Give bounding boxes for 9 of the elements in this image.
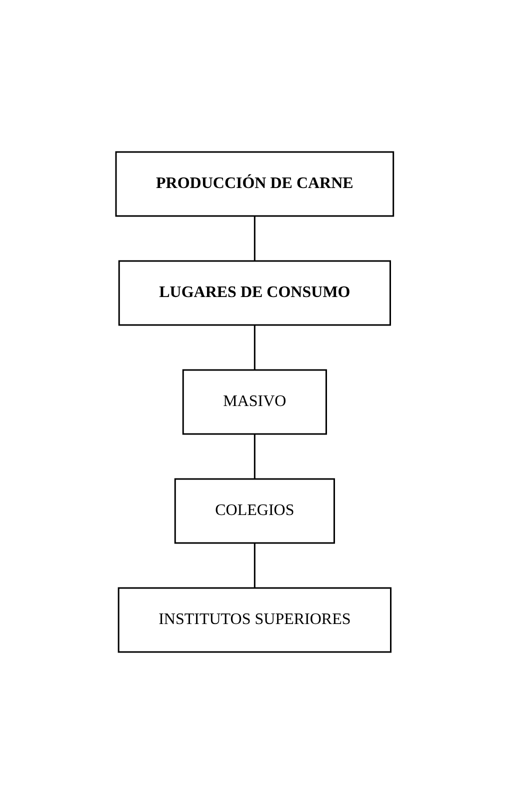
connector	[254, 434, 256, 479]
node-box: MASIVO	[182, 369, 327, 435]
node-box: INSTITUTOS SUPERIORES	[118, 587, 392, 653]
connector	[254, 216, 256, 261]
node-box: LUGARES DE CONSUMO	[118, 260, 391, 326]
node-box: PRODUCCIÓN DE CARNE	[115, 151, 394, 217]
node-box: COLEGIOS	[174, 478, 335, 544]
connector	[254, 543, 256, 588]
connector	[254, 325, 256, 370]
